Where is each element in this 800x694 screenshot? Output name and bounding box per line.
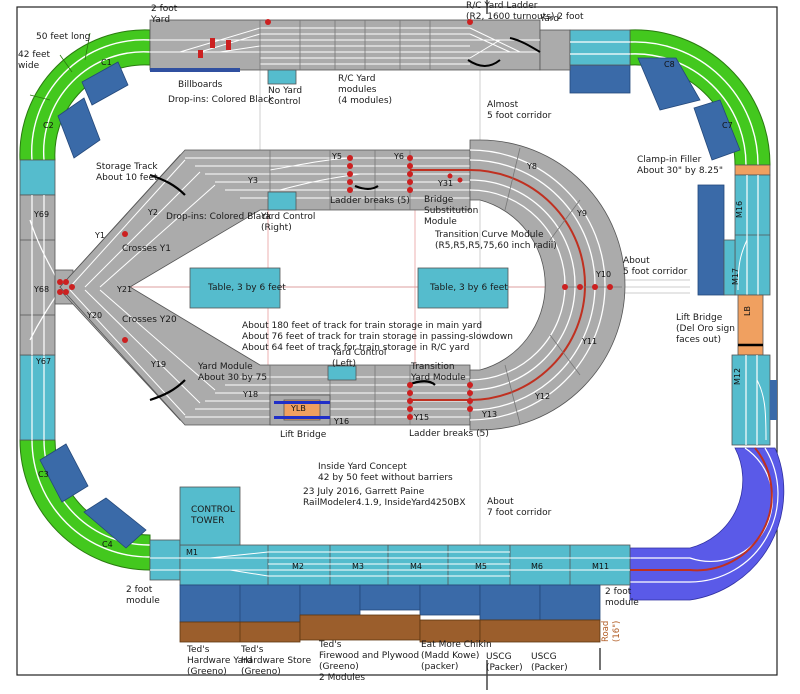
label-drop-ins-mid: Drop-ins: Colored Black	[166, 212, 272, 222]
module-m12: M12	[733, 367, 742, 385]
module-m11: M11	[592, 562, 610, 571]
label-control-tower: CONTROL TOWER	[191, 505, 235, 526]
top-yard-row	[149, 19, 631, 72]
module-m2: M2	[292, 562, 304, 571]
module-y15: Y15	[414, 413, 430, 422]
module-m5: M5	[475, 562, 487, 571]
module-y67: Y67	[36, 357, 52, 366]
label-42-feet-wide: 42 feet wide	[18, 50, 51, 71]
module-y13: Y13	[482, 410, 498, 419]
label-teds-hardware-yard: Ted's Hardware Yard (Greeno)	[187, 645, 253, 677]
label-2-foot-module-right: 2 foot module	[605, 587, 639, 608]
label-lift-bridge-bottom: Lift Bridge	[280, 430, 327, 440]
module-c7: C7	[722, 121, 733, 130]
label-crosses-y1: Crosses Y1	[122, 244, 171, 254]
label-transition-yard: Transition Yard Module	[411, 362, 466, 383]
label-table-left: Table, 3 by 6 feet	[208, 283, 286, 293]
label-50-feet-long: 50 feet long	[36, 32, 91, 42]
module-m4: M4	[410, 562, 422, 571]
label-yard-control-left: Yard Control (Left)	[332, 348, 387, 369]
table-right	[417, 267, 509, 309]
yard-control-left-box	[327, 365, 357, 381]
label-uscg-2: USCG (Packer)	[531, 652, 568, 673]
label-yard-top-right: Yard	[540, 14, 560, 24]
module-y9: Y9	[577, 209, 587, 218]
corner-curve-top-right	[629, 29, 771, 166]
label-transition-curve: Transition Curve Module (R5,R5,R5,75,60 …	[435, 230, 557, 251]
module-y6: Y6	[394, 152, 404, 161]
label-yard-module: Yard Module About 30 by 75	[198, 362, 268, 383]
yard-lift-bridge	[269, 394, 331, 426]
table-left	[189, 267, 281, 309]
module-c8: C8	[664, 60, 675, 69]
module-y2: Y2	[148, 208, 158, 217]
module-y12: Y12	[535, 392, 551, 401]
label-uscg-1: USCG (Packer)	[486, 652, 523, 673]
module-y16: Y16	[334, 417, 350, 426]
module-y5: Y5	[332, 152, 342, 161]
module-m6: M6	[531, 562, 543, 571]
no-yard-control-box	[267, 69, 297, 85]
label-clamp-in-filler: Clamp-in Filler About 30" by 8.25"	[637, 155, 724, 176]
label-2-foot-module-left: 2 foot module	[126, 585, 160, 606]
module-y68: Y68	[34, 285, 50, 294]
bottom-mainline	[149, 486, 631, 643]
label-about-5-corridor: About 5 foot corridor	[623, 256, 688, 277]
module-y11: Y11	[582, 337, 598, 346]
label-ladder-breaks-top: Ladder breaks (5)	[330, 196, 410, 206]
room-boundary	[16, 6, 778, 676]
module-m3: M3	[352, 562, 364, 571]
yard-control-right-box	[267, 191, 297, 211]
module-y31: Y31	[438, 179, 454, 188]
module-y8: Y8	[527, 162, 537, 171]
label-table-right: Table, 3 by 6 feet	[430, 283, 508, 293]
label-credits: 23 July 2016, Garrett Paine RailModeler4…	[303, 487, 466, 508]
label-crosses-y20: Crosses Y20	[122, 315, 177, 325]
left-cyan-strips	[19, 159, 56, 441]
module-y18: Y18	[243, 390, 259, 399]
module-m16: M16	[735, 200, 744, 218]
label-road: Road (16")	[601, 620, 622, 642]
label-teds-firewood: Ted's Firewood and Plywood (Greeno) 2 Mo…	[319, 640, 420, 683]
label-inside-yard-concept: Inside Yard Concept 42 by 50 feet withou…	[318, 462, 453, 483]
label-billboards: Billboards	[178, 80, 223, 90]
label-almost-5-corridor: Almost 5 foot corridor	[487, 100, 552, 121]
label-2-foot-yard-top-left: 2 foot Yard	[151, 4, 178, 25]
label-drop-ins-top: Drop-ins: Colored Black	[168, 95, 274, 105]
module-y1: Y1	[95, 231, 105, 240]
label-teds-hardware-store: Ted's Hardware Store (Greeno)	[241, 645, 312, 677]
label-eat-more-chikin: Eat More Chikin (Madd Kowe) (packer)	[421, 640, 492, 672]
label-storage-summary: About 180 feet of track for train storag…	[242, 321, 513, 353]
label-no-yard-control: No Yard Control	[268, 86, 303, 107]
label-yard-control-right: Yard Control (Right)	[261, 212, 316, 233]
module-y20: Y20	[87, 311, 103, 320]
left-yard-modules	[19, 194, 74, 356]
label-bridge-substitution: Bridge Substitution Module	[424, 195, 479, 227]
module-c3: C3	[38, 470, 49, 479]
module-y10: Y10	[596, 270, 612, 279]
label-storage-track: Storage Track About 10 feet	[96, 162, 158, 183]
module-y21: Y21	[117, 285, 133, 294]
module-m17: M17	[731, 267, 740, 285]
right-side-modules	[697, 164, 777, 446]
label-about-7-corridor: About 7 foot corridor	[487, 497, 552, 518]
module-lb: LB	[743, 306, 752, 316]
purple-curve-module	[629, 447, 785, 601]
label-rc-yard-modules: R/C Yard modules (4 modules)	[338, 74, 393, 106]
module-ylb: YLB	[291, 404, 306, 413]
transition-curve	[410, 139, 626, 431]
label-rc-yard-ladder: R/C Yard Ladder (R2, 1600 turnouts) 2 fo…	[466, 1, 584, 22]
module-c4: C4	[102, 540, 113, 549]
label-lift-bridge-right: Lift Bridge (Del Oro sign faces out)	[676, 313, 735, 345]
module-m1: M1	[186, 548, 198, 557]
label-ladder-breaks-bottom: Ladder breaks (5)	[409, 429, 489, 439]
module-y69: Y69	[34, 210, 50, 219]
module-c2: C2	[43, 121, 54, 130]
module-y19: Y19	[151, 360, 167, 369]
module-y3: Y3	[248, 176, 258, 185]
corner-curve-bottom-left	[19, 439, 151, 571]
module-c1: C1	[101, 58, 112, 67]
